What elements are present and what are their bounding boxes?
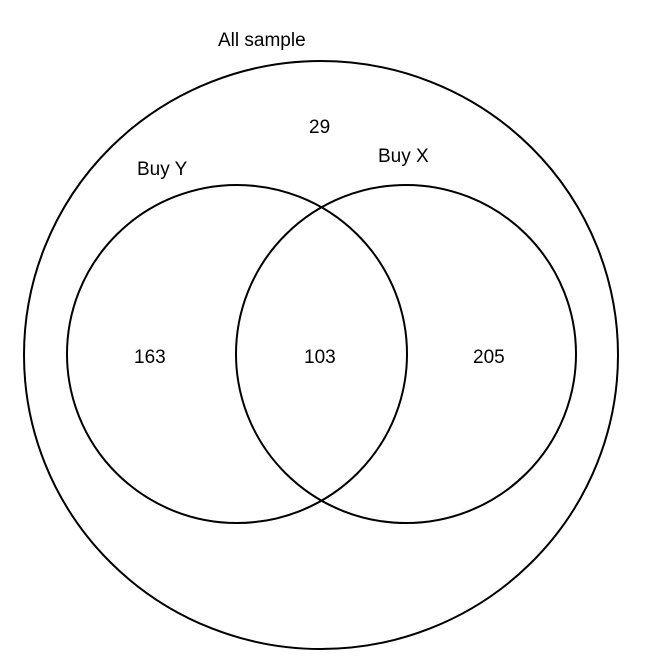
- all-sample-label: All sample: [218, 30, 306, 51]
- buy-y-circle: [66, 184, 408, 524]
- all-sample-circle: [23, 60, 619, 650]
- outside-count: 29: [309, 117, 330, 138]
- buy-y-label: Buy Y: [137, 159, 188, 180]
- buy-x-circle: [235, 184, 577, 524]
- buy-y-only-count: 163: [134, 347, 166, 368]
- buy-x-only-count: 205: [473, 347, 505, 368]
- buy-x-label: Buy X: [378, 146, 429, 167]
- intersection-count: 103: [304, 347, 336, 368]
